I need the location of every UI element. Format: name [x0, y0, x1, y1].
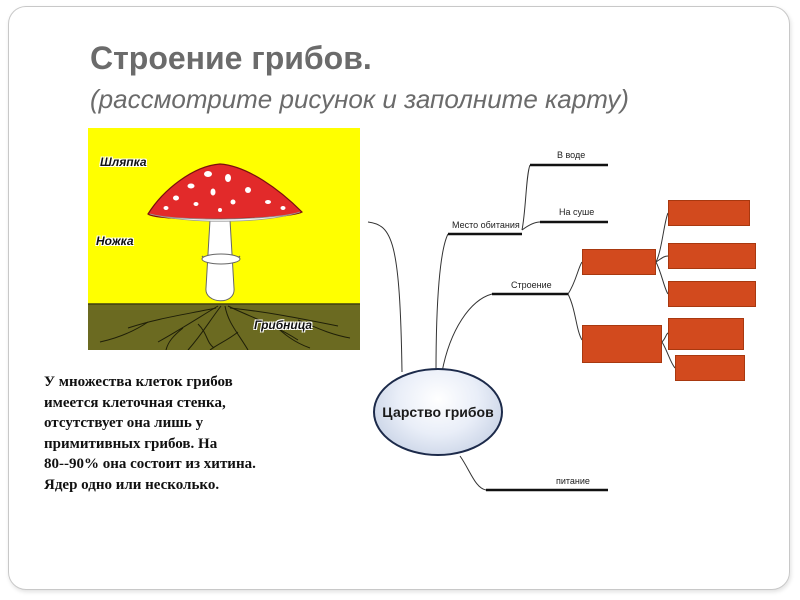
connector-picture-center	[367, 221, 403, 373]
branch-label-land: На суше	[559, 207, 595, 217]
connector-center-nutrition	[459, 455, 487, 491]
blank-box-7[interactable]	[675, 355, 745, 381]
blank-box-3[interactable]	[668, 243, 756, 269]
blank-box-4[interactable]	[668, 281, 756, 307]
slide-title: Строение грибов.	[90, 40, 372, 76]
branch-label-water: В воде	[557, 150, 586, 160]
mushroom-drawing	[88, 128, 360, 350]
branch-label-nutrition: питание	[556, 476, 590, 486]
mycelium-threads	[99, 305, 351, 350]
label-mycelium: Грибница	[254, 318, 313, 332]
branch-underlines	[448, 163, 608, 492]
blank-box-2[interactable]	[582, 249, 656, 275]
blank-box-5[interactable]	[582, 325, 662, 363]
label-cap: Шляпка	[100, 155, 147, 169]
connector-center-habitat	[435, 233, 449, 373]
center-node: Царство грибов	[373, 368, 503, 456]
mushroom-picture: Шляпка Ножка Грибница	[88, 128, 360, 350]
blank-box-1[interactable]	[668, 200, 750, 226]
branch-label-habitat: Место обитания	[452, 220, 520, 230]
slide-subtitle: (рассмотрите рисунок и заполните карту)	[90, 84, 629, 114]
connector-habitat-land	[521, 221, 541, 231]
connector-center-structure	[441, 293, 493, 373]
label-stem: Ножка	[96, 234, 134, 248]
slide-frame	[8, 6, 790, 590]
connector-habitat-water	[521, 164, 531, 231]
explanation-text: У множества клеток грибов имеется клеточ…	[44, 374, 256, 493]
branch-label-structure: Строение	[511, 280, 552, 290]
cap-spots	[163, 171, 286, 212]
blank-box-6[interactable]	[668, 318, 744, 350]
center-node-label: Царство грибов	[382, 404, 494, 420]
